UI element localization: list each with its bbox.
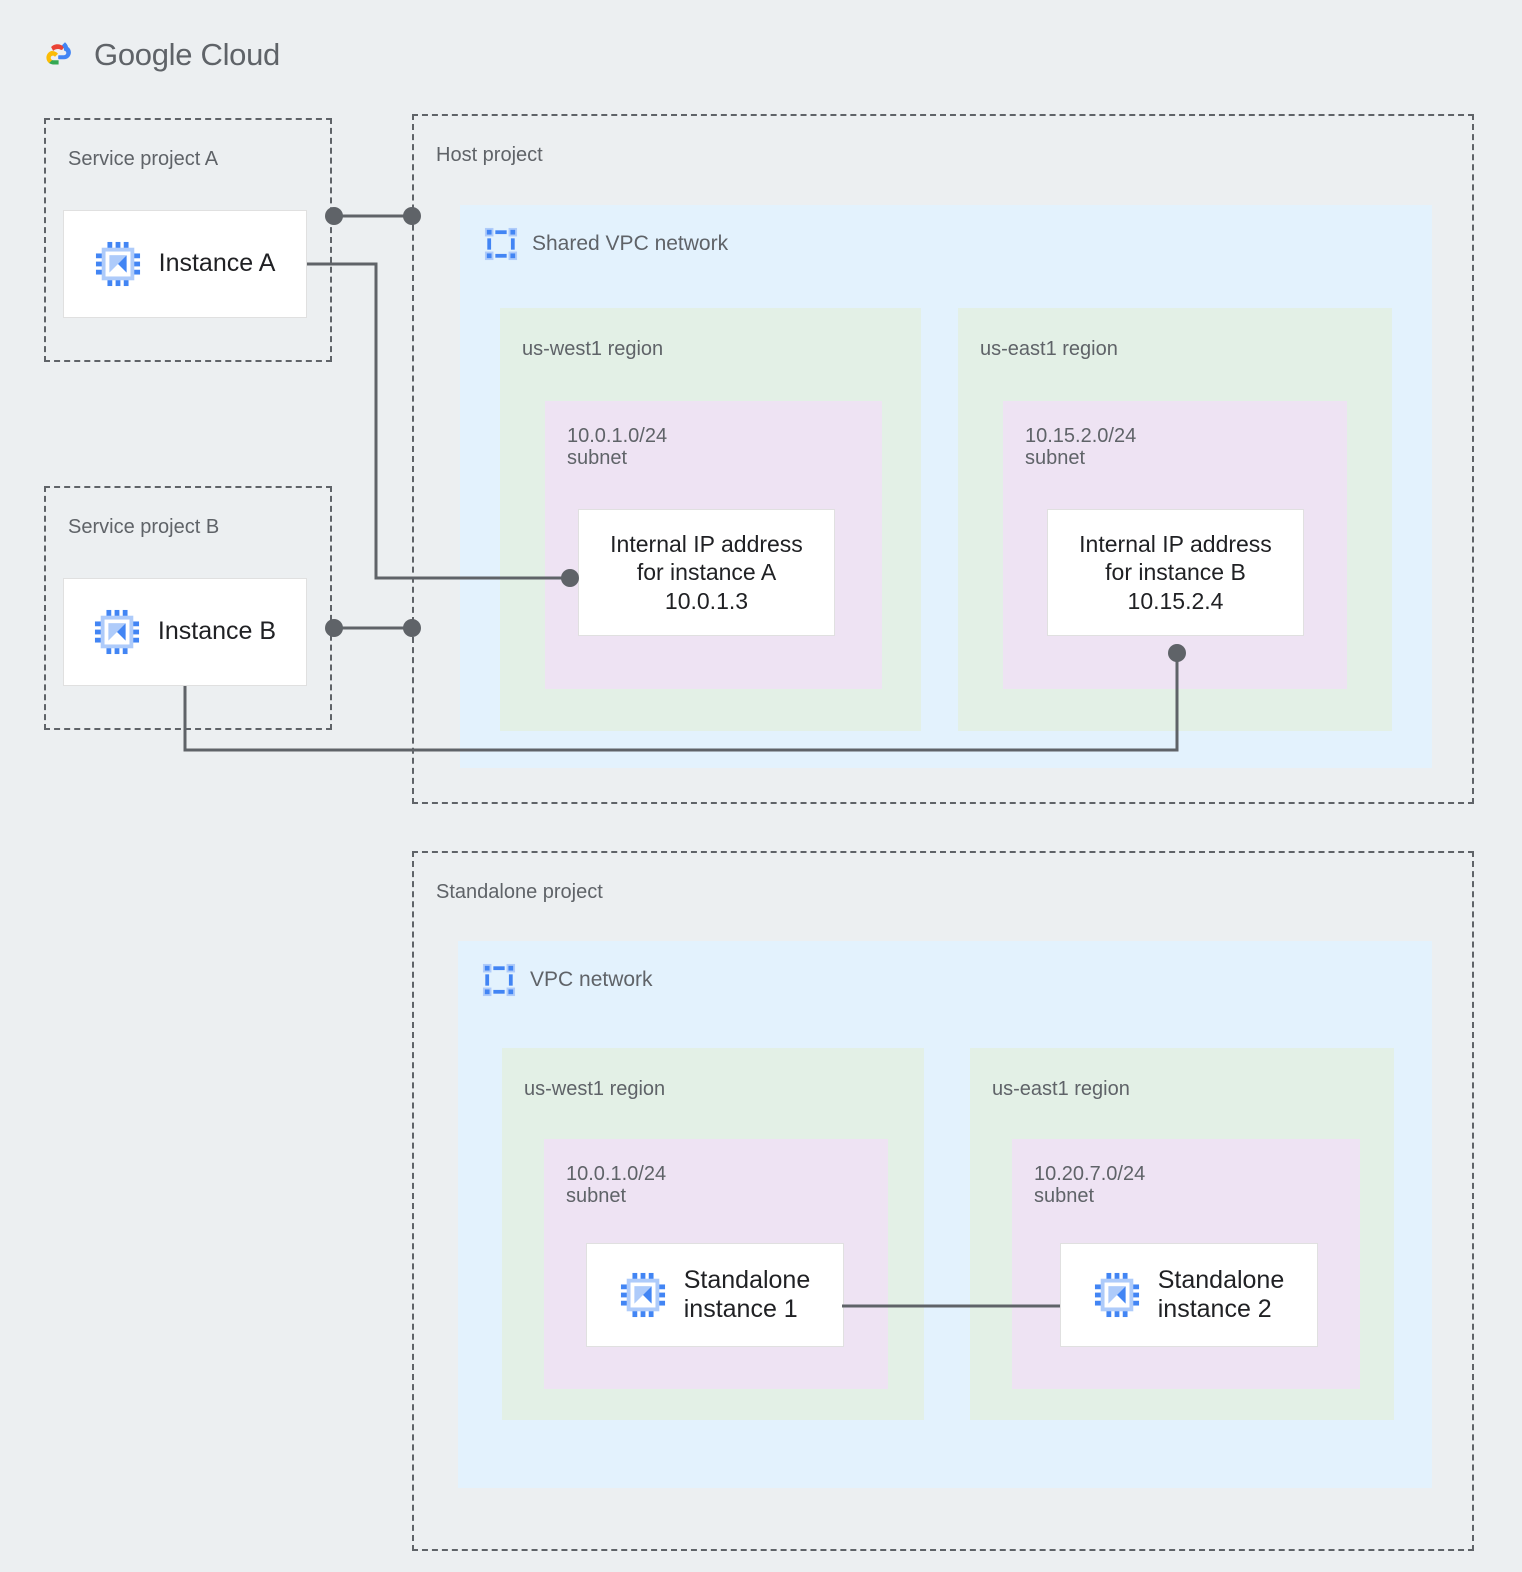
- internal-ip-instance-a-card: Internal IP address for instance A 10.0.…: [578, 509, 835, 636]
- vpc-network-icon: [484, 227, 518, 261]
- brand-cloud: Cloud: [200, 37, 281, 72]
- instance-b-label: Instance B: [157, 617, 277, 646]
- standalone-project-label: Standalone project: [436, 881, 603, 903]
- subnet-10-15-2-0-host: 10.15.2.0/24 subnet Internal IP address …: [1003, 401, 1347, 689]
- cpu-chip-icon: [1094, 1272, 1139, 1318]
- internal-ip-instance-b-text: Internal IP address for instance B 10.15…: [1079, 531, 1272, 614]
- cpu-chip-icon: [95, 241, 140, 287]
- standalone-vpc-network: VPC network us-west1 region 10.0.1.0/24 …: [458, 941, 1432, 1488]
- internal-ip-instance-a-text: Internal IP address for instance A 10.0.…: [610, 531, 803, 614]
- region-us-west1-standalone: us-west1 region 10.0.1.0/24 subnet: [502, 1048, 924, 1420]
- service-project-b-label: Service project B: [68, 516, 220, 538]
- subnet-10-0-1-0-host: 10.0.1.0/24 subnet Internal IP address f…: [545, 401, 882, 689]
- vpc-network-icon: [482, 963, 516, 997]
- region-us-west1-standalone-label: us-west1 region: [524, 1078, 666, 1100]
- instance-b-card[interactable]: Instance B: [63, 578, 307, 686]
- standalone-project: Standalone project: [412, 851, 1474, 1551]
- shared-vpc-title: Shared VPC network: [532, 232, 729, 255]
- region-us-east1-host: us-east1 region 10.15.2.0/24 subnet Inte…: [958, 308, 1392, 731]
- subnet-10-0-1-0-standalone-label: 10.0.1.0/24 subnet: [566, 1163, 667, 1208]
- shared-vpc-header: Shared VPC network: [484, 227, 728, 261]
- google-cloud-brand: Google Cloud: [36, 37, 280, 73]
- instance-a-label: Instance A: [158, 249, 276, 278]
- standalone-instance-2-card[interactable]: Standalone instance 2: [1060, 1243, 1318, 1347]
- cpu-chip-icon: [94, 609, 139, 655]
- brand-google: Google: [94, 37, 193, 72]
- region-us-east1-standalone-label: us-east1 region: [992, 1078, 1130, 1100]
- standalone-vpc-title: VPC network: [530, 968, 653, 991]
- subnet-10-0-1-0-standalone: 10.0.1.0/24 subnet St: [544, 1139, 888, 1389]
- standalone-instance-1-label: Standalone instance 1: [683, 1265, 811, 1324]
- subnet-10-20-7-0-standalone-label: 10.20.7.0/24 subnet: [1034, 1163, 1146, 1208]
- region-us-east1-standalone: us-east1 region 10.20.7.0/24 subnet: [970, 1048, 1394, 1420]
- standalone-vpc-header: VPC network: [482, 963, 653, 997]
- service-project-a: Service project A: [44, 118, 332, 362]
- instance-a-card[interactable]: Instance A: [63, 210, 307, 318]
- region-us-west1-host: us-west1 region 10.0.1.0/24 subnet Inter…: [500, 308, 921, 731]
- shared-vpc-network: Shared VPC network us-west1 region 10.0.…: [460, 205, 1432, 768]
- subnet-10-0-1-0-host-label: 10.0.1.0/24 subnet: [567, 425, 668, 470]
- subnet-10-15-2-0-host-label: 10.15.2.0/24 subnet: [1025, 425, 1137, 470]
- google-cloud-logo: [46, 42, 71, 65]
- region-us-east1-host-label: us-east1 region: [980, 338, 1118, 360]
- cpu-chip-icon: [620, 1272, 665, 1318]
- standalone-instance-2-label: Standalone instance 2: [1157, 1265, 1285, 1324]
- internal-ip-instance-b-card: Internal IP address for instance B 10.15…: [1047, 509, 1304, 636]
- brand-wordmark: Google Cloud: [94, 37, 280, 73]
- service-project-a-label: Service project A: [68, 148, 219, 170]
- subnet-10-20-7-0-standalone: 10.20.7.0/24 subnet S: [1012, 1139, 1360, 1389]
- standalone-instance-1-card[interactable]: Standalone instance 1: [586, 1243, 844, 1347]
- host-project-label: Host project: [436, 144, 543, 166]
- region-us-west1-host-label: us-west1 region: [522, 338, 664, 360]
